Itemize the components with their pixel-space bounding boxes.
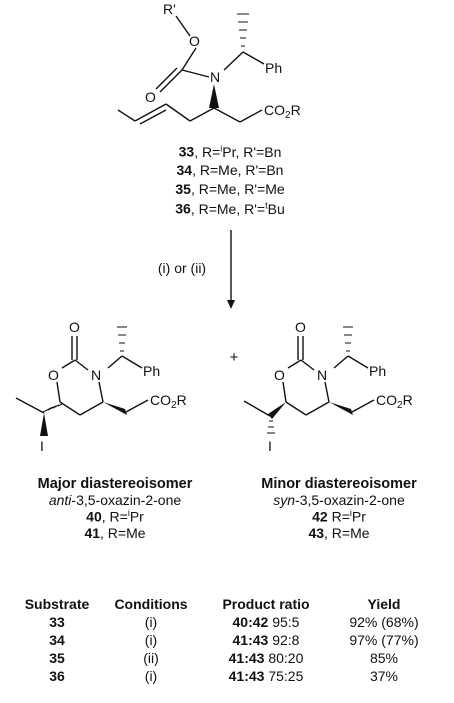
reaction-conditions: (i) or (ii) [157, 260, 207, 276]
header-product-ratio: Product ratio [222, 596, 310, 612]
substrate-compound-34: 34, R=Me, R'=Bn [176, 162, 284, 178]
major-ring-oxygen: O [48, 367, 59, 383]
r-prime-label: R' [163, 1, 176, 17]
minor-subtitle: syn-3,5-oxazin-2-one [273, 492, 405, 508]
nitrogen-label: N [210, 69, 220, 85]
major-caption: Major diastereoisomer anti-3,5-oxazin-2-… [10, 476, 220, 541]
table-row: 33 (i) 40:42 95:5 92% (68%) [49, 614, 419, 630]
reaction-arrow [227, 230, 235, 309]
co2r-label: CO2R [264, 102, 301, 121]
table-header-row: Substrate Conditions Product ratio Yield [12, 596, 436, 613]
substrate-compound-36: 36, R=Me, R'=tBu [175, 200, 285, 217]
minor-iodine: I [268, 438, 272, 454]
major-co2r: CO2R [150, 392, 187, 411]
major-subtitle: anti-3,5-oxazin-2-one [48, 492, 182, 508]
major-compound-40: 40, R=iPr [86, 508, 144, 525]
minor-caption: Minor diastereoisomer syn-3,5-oxazin-2-o… [234, 476, 444, 541]
minor-compound-42: 42 R=iPr [312, 508, 366, 525]
header-substrate: Substrate [24, 596, 90, 612]
major-phenyl: Ph [143, 363, 160, 379]
minor-title: Minor diastereoisomer [261, 476, 417, 492]
major-carbonyl-oxygen: O [69, 319, 80, 335]
phenyl-label: Ph [265, 60, 282, 76]
major-nitrogen: N [91, 367, 101, 383]
carbonyl-oxygen-label: O [145, 89, 156, 105]
header-conditions: Conditions [114, 596, 188, 612]
substrate-compound-33: 33, R=iPr, R'=Bn [178, 143, 282, 160]
header-yield: Yield [367, 596, 401, 612]
plus-sign: + [229, 349, 239, 366]
minor-compound-43: 43, R=Me [308, 524, 370, 541]
results-table: Substrate Conditions Product ratio Yield… [12, 596, 436, 685]
substrate-structure: R' O O N Ph CO2R [117, 1, 301, 125]
major-title: Major diastereoisomer [37, 476, 193, 492]
table-row: 35 (ii) 41:43 80:20 85% [49, 650, 399, 666]
substrate-compound-35: 35, R=Me, R'=Me [175, 181, 285, 197]
minor-nitrogen: N [317, 367, 327, 383]
table-row: 36 (i) 41:43 75:25 37% [49, 668, 399, 684]
minor-co2r: CO2R [376, 392, 413, 411]
major-product-structure: O O N Ph I CO2R [15, 319, 187, 454]
table-row: 34 (i) 41:43 92:8 97% (77%) [49, 632, 419, 648]
minor-phenyl: Ph [369, 363, 386, 379]
major-iodine: I [40, 438, 44, 454]
minor-ring-oxygen: O [274, 367, 285, 383]
minor-carbonyl-oxygen: O [295, 319, 306, 335]
major-compound-41: 41, R=Me [84, 524, 146, 541]
minor-product-structure: O O N Ph I CO2R [243, 319, 413, 454]
ester-oxygen-label: O [189, 33, 200, 49]
